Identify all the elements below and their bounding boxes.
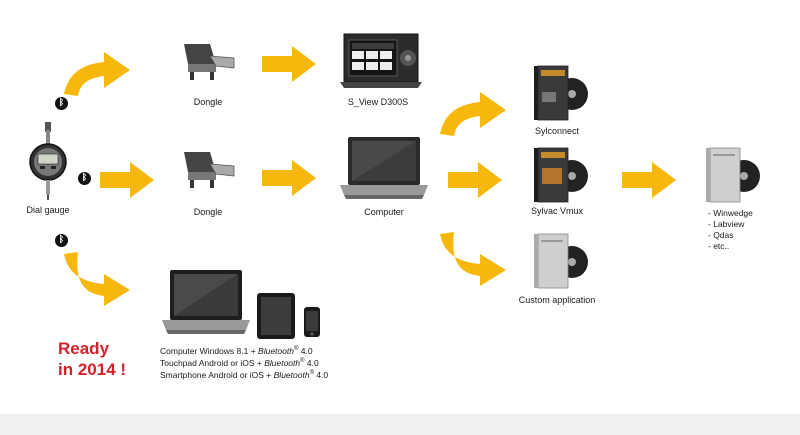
dial-gauge-label: Dial gauge [26, 205, 70, 215]
bluetooth-icon: ᛒ [78, 172, 91, 185]
laptop-icon [160, 268, 252, 336]
footer-band [0, 414, 800, 435]
tablet-icon [256, 292, 296, 340]
list-item: - Labview [708, 219, 745, 229]
software-box-icon [704, 146, 762, 204]
requirement-touchpad: Touchpad Android or iOS + Bluetooth® 4.0 [160, 357, 319, 368]
smartphone-icon [303, 306, 321, 338]
list-item: - etc.. [708, 241, 730, 251]
sview-display-icon [338, 32, 422, 90]
sview-label: S_View D300S [347, 97, 409, 107]
curved-arrow-up-icon [440, 92, 506, 136]
bluetooth-icon: ᛒ [55, 234, 68, 247]
ready-line-1: Ready [58, 339, 110, 358]
arrow-right-icon [100, 162, 154, 198]
curved-arrow-up-icon [64, 52, 130, 96]
usb-dongle-icon [180, 42, 238, 82]
software-box-icon [532, 232, 590, 290]
computer-label: Computer [364, 207, 404, 217]
bluetooth-icon: ᛒ [55, 97, 68, 110]
ready-line-2: in 2014 ! [58, 360, 127, 379]
dial-gauge-icon [28, 122, 68, 200]
list-item: - Winwedge [708, 208, 753, 218]
sylvac-vmux-label: Sylvac Vmux [530, 206, 583, 216]
software-box-icon [532, 64, 590, 122]
list-item: - Qdas [708, 230, 734, 240]
curved-arrow-down-icon [64, 252, 130, 306]
ready-announcement: Ready in 2014 ! [58, 338, 126, 380]
arrow-right-icon [448, 162, 502, 198]
software-list: - Winwedge - Labview - Qdas - etc.. [708, 208, 753, 252]
dongle-label: Dongle [193, 207, 223, 217]
requirement-smartphone: Smartphone Android or iOS + Bluetooth® 4… [160, 369, 329, 380]
arrow-right-icon [262, 160, 316, 196]
laptop-icon [338, 135, 430, 201]
custom-application-label: Custom application [518, 295, 596, 305]
usb-dongle-icon [180, 150, 238, 190]
software-box-icon [532, 146, 590, 204]
requirement-computer: Computer Windows 8.1 + Bluetooth® 4.0 [160, 345, 313, 356]
dongle-label: Dongle [193, 97, 223, 107]
arrow-right-icon [622, 162, 676, 198]
curved-arrow-down-icon [440, 232, 506, 286]
sylconnect-label: Sylconnect [534, 126, 580, 136]
arrow-right-icon [262, 46, 316, 82]
